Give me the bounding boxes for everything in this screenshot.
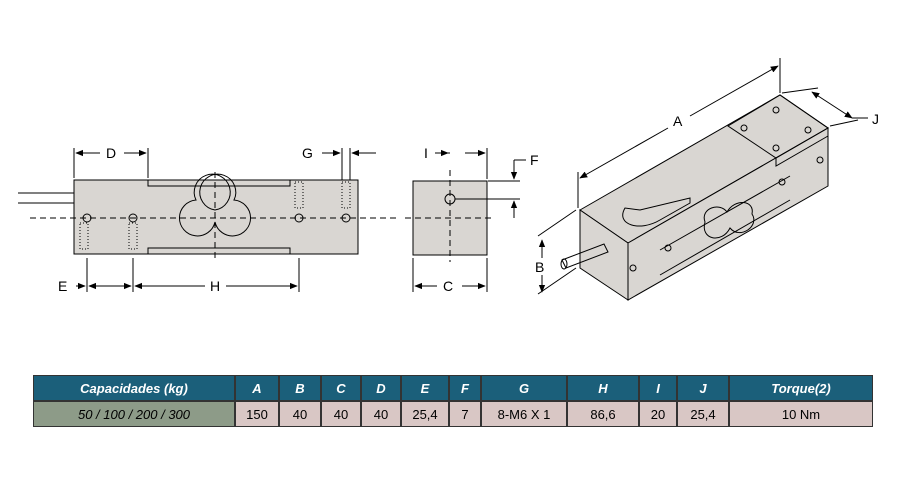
iso-binocular-hole bbox=[703, 202, 755, 239]
header-E: E bbox=[401, 375, 449, 401]
cell-D: 40 bbox=[361, 401, 401, 427]
header-D: D bbox=[361, 375, 401, 401]
front-view-body bbox=[73, 179, 359, 255]
header-capacidades: Capacidades (kg) bbox=[33, 375, 235, 401]
header-B: B bbox=[279, 375, 321, 401]
cell-B: 40 bbox=[279, 401, 321, 427]
header-A: A bbox=[235, 375, 279, 401]
front-view: D G E H bbox=[18, 145, 398, 294]
header-I: I bbox=[639, 375, 677, 401]
iso-label-J: J bbox=[872, 111, 879, 127]
cell-C: 40 bbox=[321, 401, 361, 427]
header-J: J bbox=[677, 375, 729, 401]
binocular-hole bbox=[178, 173, 252, 237]
side-view: I F C bbox=[405, 145, 539, 294]
header-H: H bbox=[567, 375, 639, 401]
cell-G: 8-M6 X 1 bbox=[481, 401, 567, 427]
cell-torque: 10 Nm bbox=[729, 401, 873, 427]
iso-label-B: B bbox=[535, 259, 544, 275]
header-torque: Torque(2) bbox=[729, 375, 873, 401]
header-F: F bbox=[449, 375, 481, 401]
isometric-view: A B J bbox=[535, 58, 879, 301]
cell-capacidades: 50 / 100 / 200 / 300 bbox=[33, 401, 235, 427]
table-header-row: Capacidades (kg) A B C D E F G H I J Tor… bbox=[33, 375, 873, 401]
iso-side-face bbox=[627, 127, 829, 301]
cell-E: 25,4 bbox=[401, 401, 449, 427]
front-label-E: E bbox=[58, 278, 67, 294]
specifications-table: Capacidades (kg) A B C D E F G H I J Tor… bbox=[33, 375, 873, 427]
front-label-D: D bbox=[106, 145, 116, 161]
header-G: G bbox=[481, 375, 567, 401]
cell-A: 150 bbox=[235, 401, 279, 427]
side-label-I: I bbox=[424, 145, 428, 161]
front-label-H: H bbox=[210, 278, 220, 294]
cell-F: 7 bbox=[449, 401, 481, 427]
cell-J: 25,4 bbox=[677, 401, 729, 427]
cell-H: 86,6 bbox=[567, 401, 639, 427]
iso-label-A: A bbox=[673, 113, 683, 129]
side-label-C: C bbox=[443, 278, 453, 294]
front-label-G: G bbox=[302, 145, 313, 161]
table-row: 50 / 100 / 200 / 300 150 40 40 40 25,4 7… bbox=[33, 401, 873, 427]
cell-I: 20 bbox=[639, 401, 677, 427]
header-C: C bbox=[321, 375, 361, 401]
load-cell-technical-drawing: D G E H I F bbox=[18, 58, 879, 301]
side-label-F: F bbox=[530, 152, 539, 168]
